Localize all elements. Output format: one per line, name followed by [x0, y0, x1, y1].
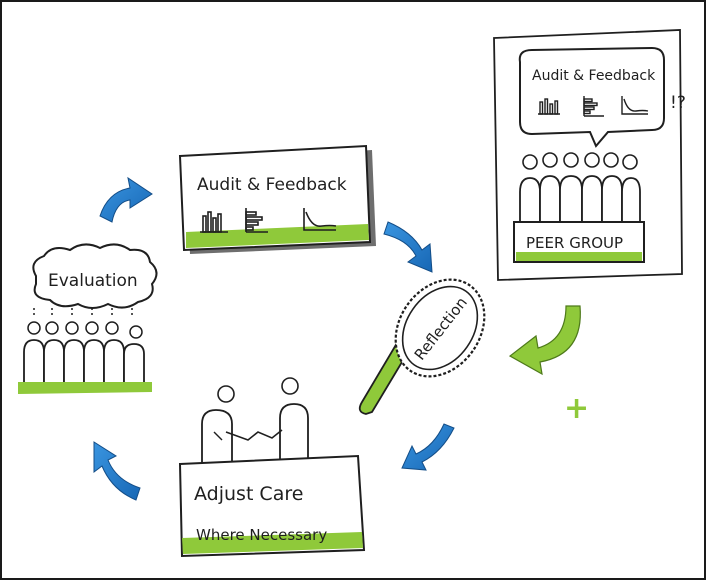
- person-body-left: [201, 409, 233, 468]
- horizontal-bar-icon: [245, 208, 268, 233]
- person-head-left: [217, 385, 235, 403]
- arrow-reflection-to-adjust: [401, 423, 455, 471]
- adjust-care-line2: Where Necessary: [196, 526, 327, 544]
- person-body-right: [279, 403, 309, 468]
- arrow-adjust-to-evaluation: [93, 441, 141, 501]
- peer-bubble-title: Audit & Feedback: [532, 68, 656, 84]
- thought-dots: [33, 308, 133, 318]
- peer-bodies: [519, 175, 641, 224]
- line-chart-icon: [621, 96, 649, 115]
- audit-feedback-title: Audit & Feedback: [197, 175, 347, 195]
- peer-group-label: PEER GROUP: [526, 234, 623, 252]
- peer-group-panel: Audit & Feedback !?: [493, 29, 686, 281]
- arrow-peer-to-reflection: [508, 305, 581, 376]
- adjust-care-card: Adjust Care Where Necessary: [178, 454, 366, 558]
- evaluator-bodies: [23, 339, 145, 384]
- person-head-right: [281, 377, 299, 395]
- peer-bubble-mark: !?: [670, 93, 686, 113]
- bar-chart-icon: [538, 98, 560, 115]
- thought-cloud: [32, 243, 158, 309]
- evaluation-label: Evaluation: [48, 271, 138, 291]
- arrow-evaluation-to-audit: [99, 176, 153, 223]
- speech-bubble: [518, 46, 665, 148]
- peer-heads: [522, 152, 638, 170]
- audit-feedback-card: Audit & Feedback: [178, 144, 376, 254]
- reflection-mirror: Reflection: [358, 278, 486, 415]
- mirror-handle: [358, 337, 409, 415]
- bar-chart-icon: [200, 211, 228, 233]
- line-chart-icon: [303, 208, 337, 231]
- horizontal-bar-icon: [583, 96, 604, 117]
- handshake: [225, 429, 283, 441]
- evaluation-base: [18, 382, 152, 394]
- plus-sign: +: [564, 391, 589, 426]
- handshake-group: [201, 377, 309, 468]
- arrow-audit-to-reflection: [383, 221, 433, 273]
- evaluator-heads: [27, 321, 143, 339]
- evaluation-group: Evaluation: [18, 243, 158, 394]
- adjust-care-line1: Adjust Care: [194, 483, 303, 505]
